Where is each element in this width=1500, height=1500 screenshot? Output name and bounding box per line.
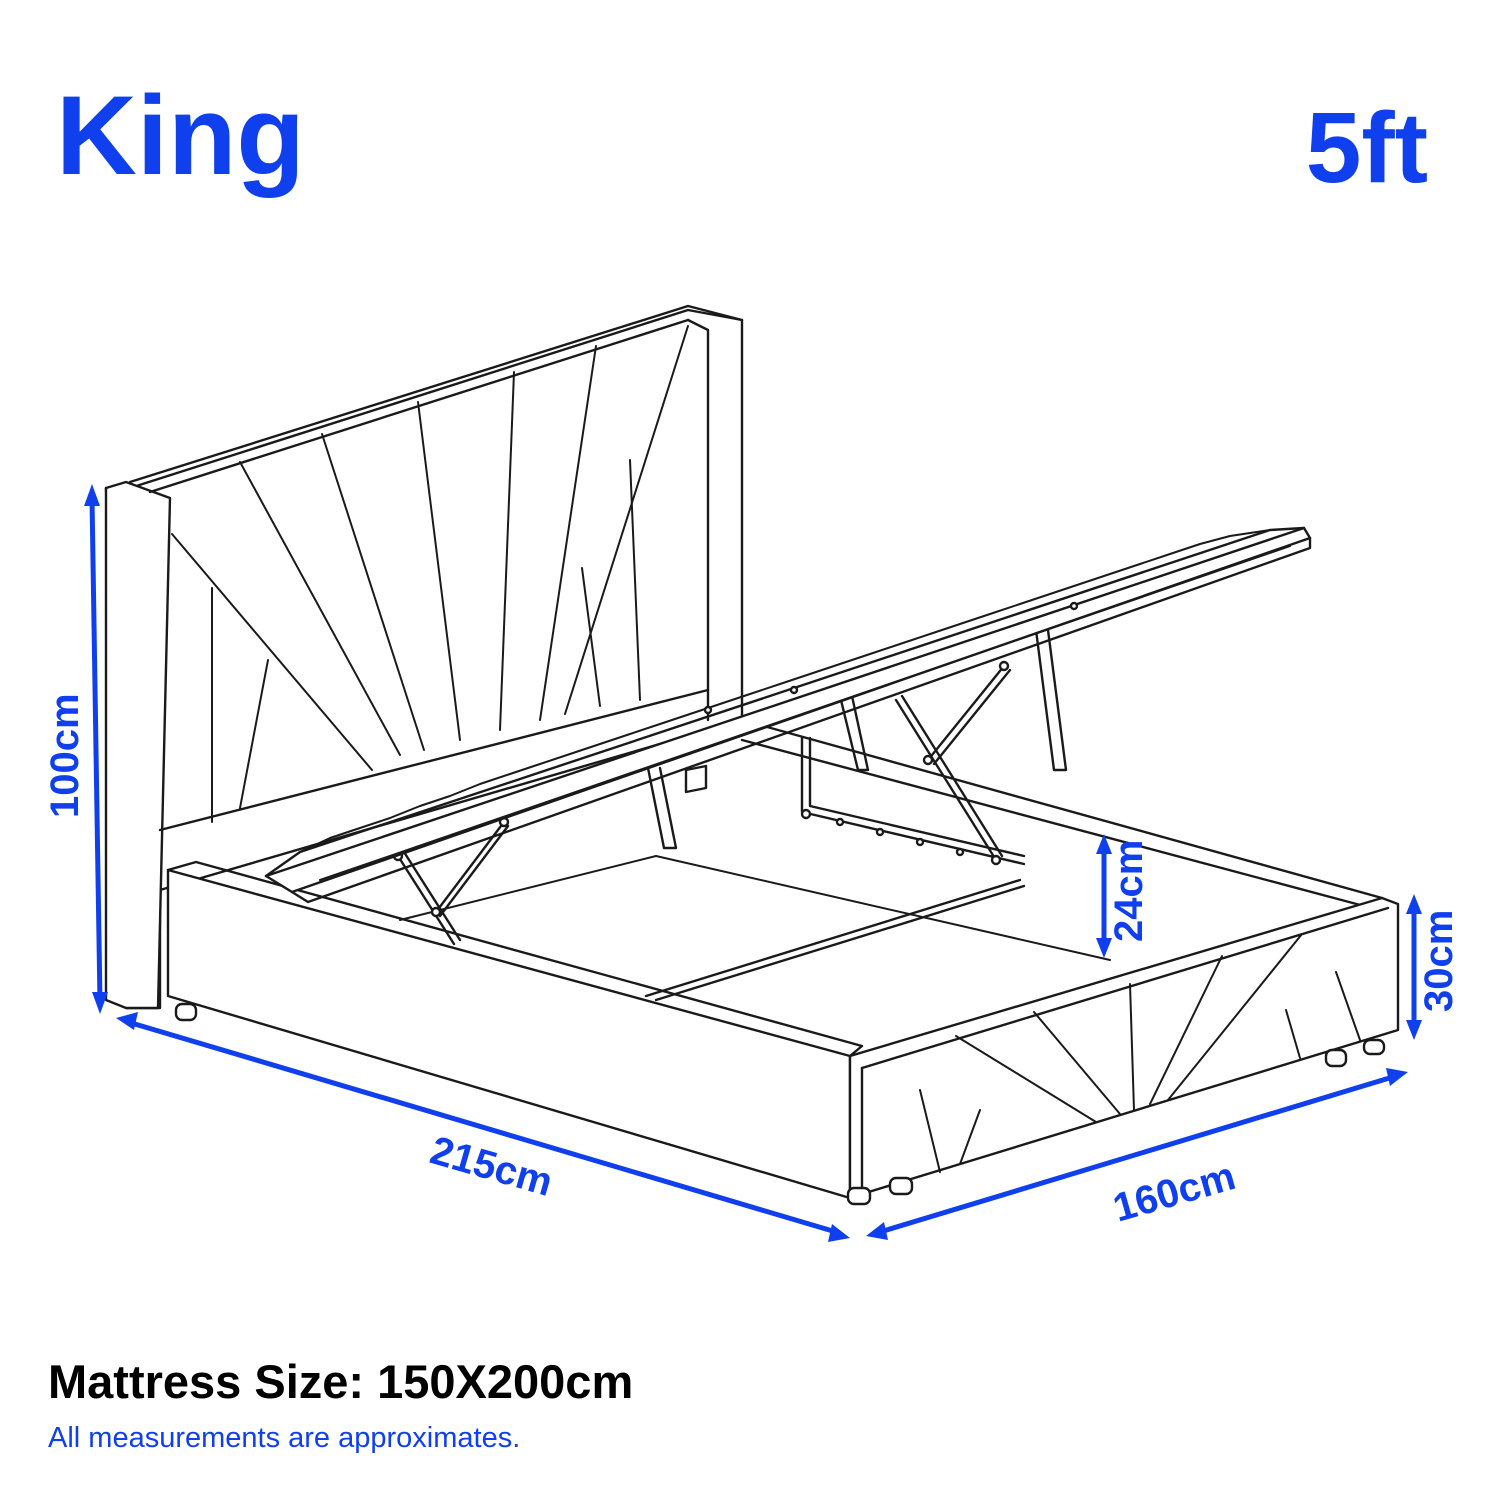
- storage-depth-label: 24cm: [1107, 840, 1151, 942]
- dimension-frame-height: 30cm: [1406, 894, 1461, 1040]
- footboard-rays: [919, 933, 1361, 1173]
- headboard-rays: [171, 325, 689, 823]
- headboard-height-label: 100cm: [43, 693, 87, 818]
- size-feet-title: 5ft: [1305, 92, 1428, 204]
- bed-frame: [166, 718, 1400, 1206]
- dimension-headboard-height: 100cm: [43, 484, 108, 1014]
- lift-mechanism: [392, 628, 1068, 946]
- size-name-title: King: [56, 73, 305, 198]
- headboard: [104, 304, 744, 1010]
- disclaimer-text: All measurements are approximates.: [48, 1422, 521, 1454]
- frame-height-label: 30cm: [1417, 910, 1461, 1012]
- length-label: 215cm: [426, 1128, 558, 1205]
- mattress-size-text: Mattress Size: 150X200cm: [48, 1355, 634, 1408]
- lifted-platform: [264, 526, 1312, 904]
- dimension-storage-depth: 24cm: [1096, 834, 1151, 958]
- width-label: 160cm: [1108, 1154, 1240, 1231]
